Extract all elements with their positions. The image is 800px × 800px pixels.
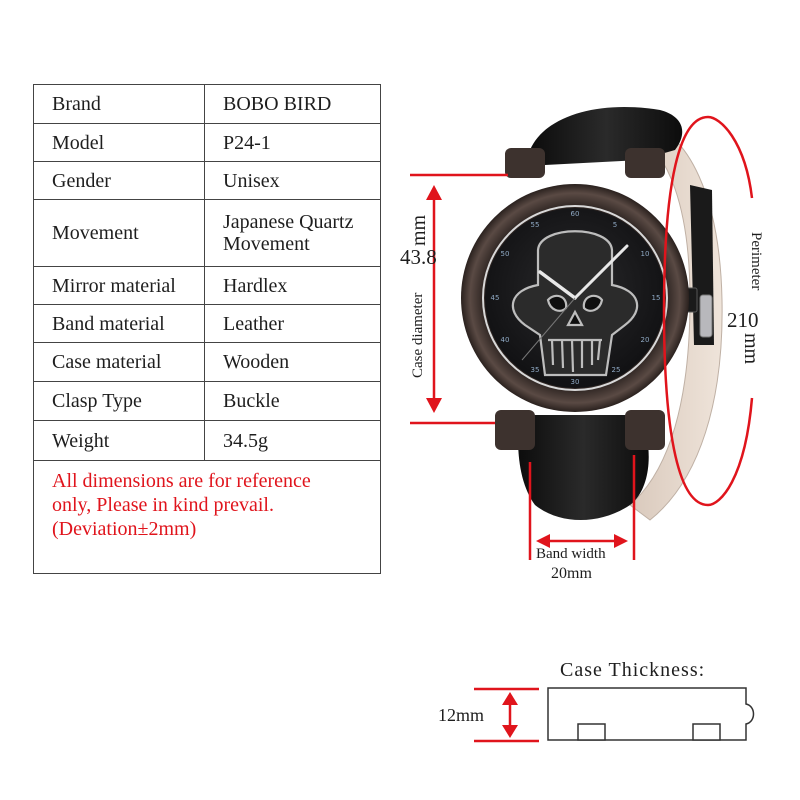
dial-numerals: 60 5 10 15 20 25 30 35 40 45 50 55 — [491, 210, 661, 386]
hour-hand — [538, 270, 577, 300]
spec-value: P24-1 — [204, 123, 381, 162]
spec-value-line2: Movement — [223, 233, 310, 255]
case-diameter-label: Case diameter — [410, 292, 426, 378]
bezel-ring — [482, 205, 668, 391]
arrow-up-icon — [426, 185, 442, 200]
lug-bottom-left — [495, 410, 535, 450]
dial-numeral: 45 — [491, 294, 500, 302]
spec-value-line1: Japanese Quartz — [223, 211, 354, 233]
spec-label: Band material — [33, 304, 205, 343]
arrow-left-icon — [536, 534, 550, 548]
spec-row-movement: Movement Japanese Quartz Movement — [33, 199, 381, 267]
lug-top-right — [625, 148, 665, 178]
minute-hand — [573, 244, 629, 300]
spec-value: Hardlex — [204, 266, 381, 305]
dial-numeral: 5 — [613, 221, 617, 229]
perimeter-value: 210 — [727, 308, 759, 332]
spec-label: Clasp Type — [33, 381, 205, 421]
spec-value: Buckle — [204, 381, 381, 421]
spec-row-note: All dimensions are for reference only, P… — [33, 460, 381, 574]
spec-value: Japanese Quartz Movement — [204, 199, 381, 267]
arrow-down-icon — [502, 725, 518, 738]
spec-label: Movement — [33, 199, 205, 267]
dial-numeral: 35 — [531, 366, 540, 374]
dial-numeral: 20 — [641, 336, 650, 344]
lug-bottom-right — [625, 410, 665, 450]
case-thickness-value: 12mm — [438, 705, 485, 725]
spec-row-gender: Gender Unisex — [33, 161, 381, 200]
spec-value: Wooden — [204, 342, 381, 382]
dial-numeral: 30 — [571, 378, 580, 386]
arrow-right-icon — [614, 534, 628, 548]
spec-row-weight: Weight 34.5g — [33, 420, 381, 461]
dimensions-disclaimer: All dimensions are for reference only, P… — [33, 460, 381, 574]
dimension-lines — [410, 115, 754, 743]
case-profile-diagram — [547, 687, 755, 741]
spec-row-clasp-type: Clasp Type Buckle — [33, 381, 381, 421]
band-width-value: 20mm — [551, 565, 592, 582]
dial-numeral: 50 — [501, 250, 510, 258]
second-hand — [521, 297, 576, 361]
spec-value: Unisex — [204, 161, 381, 200]
spec-row-band-material: Band material Leather — [33, 304, 381, 343]
band-width-label: Band width — [536, 546, 606, 562]
spec-row-model: Model P24-1 — [33, 123, 381, 162]
case-diameter-value: 43.8 — [400, 245, 437, 269]
dial-numeral: 10 — [641, 250, 650, 258]
spec-value: BOBO BIRD — [204, 84, 381, 124]
perimeter-arc — [662, 115, 754, 507]
dial-numeral: 25 — [612, 366, 621, 374]
lug-top-left — [505, 148, 545, 178]
spec-row-brand: Brand BOBO BIRD — [33, 84, 381, 124]
dial-numeral: 40 — [501, 336, 510, 344]
arrow-up-icon — [502, 692, 518, 705]
spec-label: Brand — [33, 84, 205, 124]
case-thickness-title: Case Thickness: — [560, 659, 706, 681]
arrow-down-icon — [426, 398, 442, 413]
spec-label: Weight — [33, 420, 205, 461]
dial-numeral: 15 — [652, 294, 661, 302]
spec-value: Leather — [204, 304, 381, 343]
strap-bottom — [518, 415, 649, 520]
spec-table: Brand BOBO BIRD Model P24-1 Gender Unise… — [33, 84, 381, 574]
perimeter-unit: mm — [740, 333, 762, 365]
case-diameter-unit: mm — [408, 214, 430, 246]
perimeter-label: Perimeter — [748, 232, 764, 291]
dial-numeral: 60 — [571, 210, 580, 218]
dial-numeral: 55 — [531, 221, 540, 229]
